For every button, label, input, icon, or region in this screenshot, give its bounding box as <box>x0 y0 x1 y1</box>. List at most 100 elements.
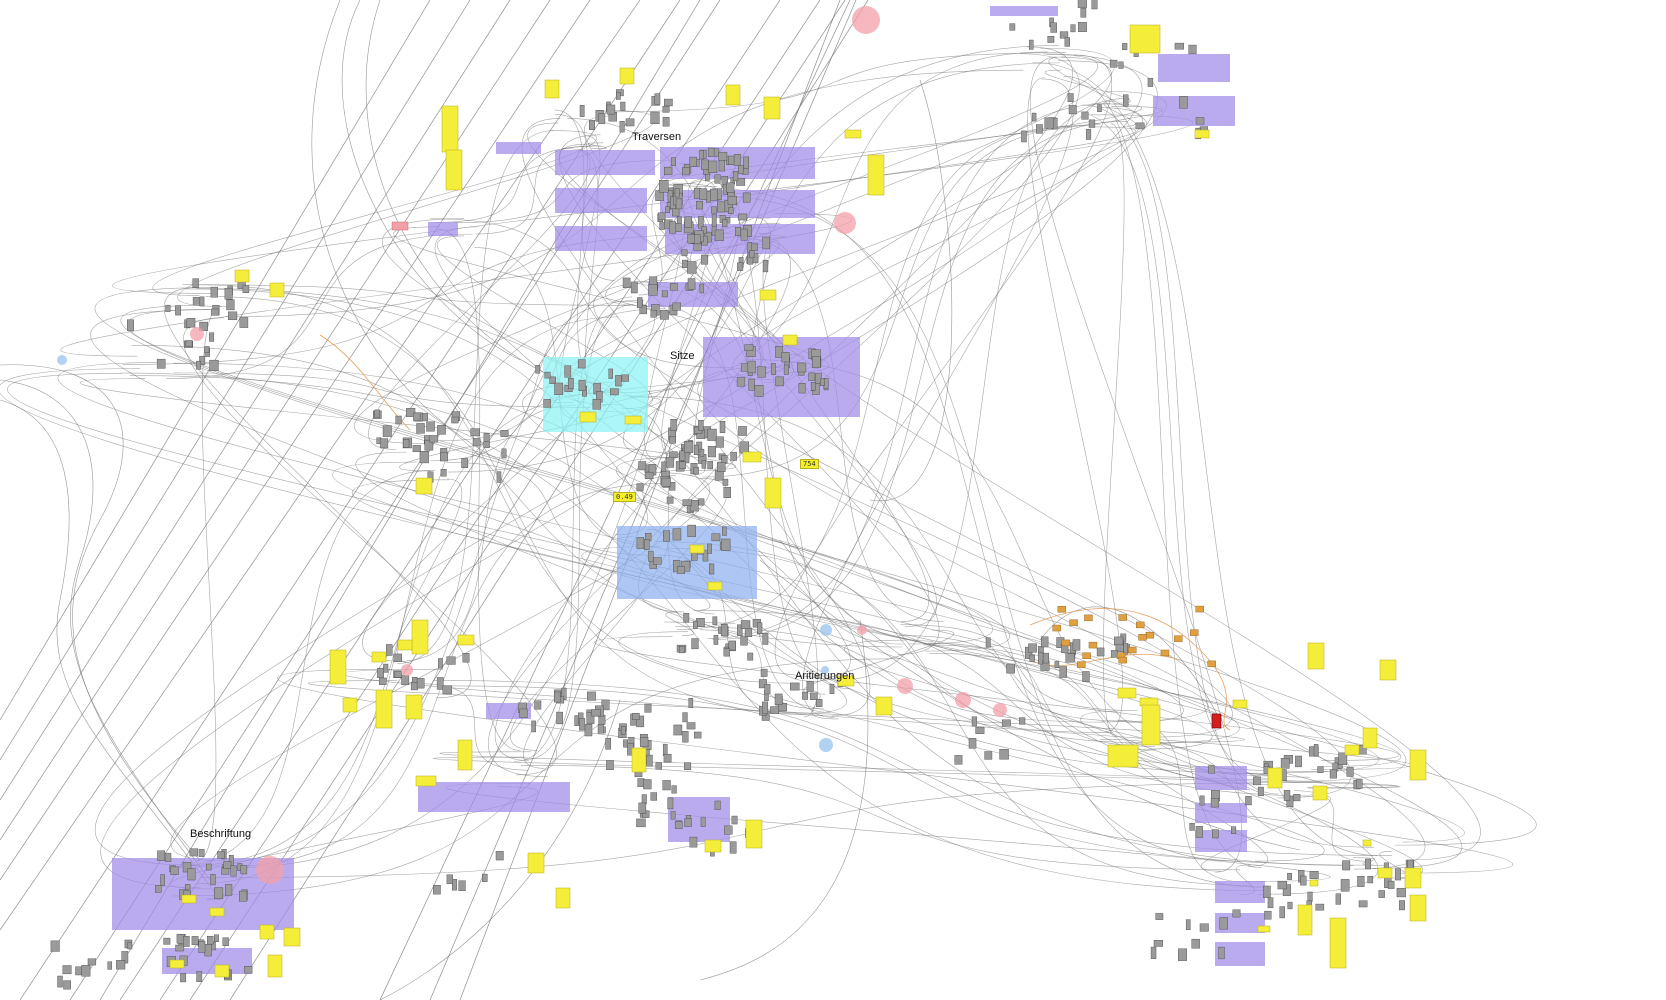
component-icon[interactable] <box>483 441 490 448</box>
component-icon[interactable] <box>738 213 748 221</box>
component-icon[interactable] <box>1052 624 1061 632</box>
component-icon[interactable] <box>1147 77 1154 87</box>
component-icon[interactable] <box>1057 606 1067 613</box>
component-icon[interactable] <box>383 663 389 673</box>
component-icon[interactable] <box>393 653 402 662</box>
relay-icon[interactable] <box>819 738 833 752</box>
component-icon[interactable] <box>214 887 224 900</box>
component-icon[interactable] <box>669 221 677 234</box>
component-icon[interactable] <box>394 670 402 678</box>
component-icon[interactable] <box>764 684 771 695</box>
component-icon[interactable] <box>1021 130 1027 143</box>
component-icon[interactable] <box>222 937 229 946</box>
component-icon[interactable] <box>183 936 190 947</box>
component-icon[interactable] <box>1218 946 1225 960</box>
component-icon[interactable] <box>781 352 790 363</box>
component-icon[interactable] <box>165 852 172 862</box>
component-icon[interactable] <box>1231 826 1237 834</box>
component-icon[interactable] <box>1044 117 1054 129</box>
component-icon[interactable] <box>175 944 185 952</box>
component-icon[interactable] <box>155 884 162 893</box>
panel-icon[interactable] <box>707 581 723 591</box>
component-icon[interactable] <box>802 691 809 700</box>
component-icon[interactable] <box>1110 650 1119 658</box>
panel-icon[interactable] <box>181 894 197 904</box>
panel-icon[interactable] <box>1194 129 1210 139</box>
group-box[interactable] <box>660 190 815 218</box>
component-icon[interactable] <box>630 281 638 294</box>
component-icon[interactable] <box>806 681 814 692</box>
component-icon[interactable] <box>386 644 393 656</box>
component-icon[interactable] <box>1150 946 1157 959</box>
component-icon[interactable] <box>722 219 728 228</box>
panel-icon[interactable] <box>875 696 893 716</box>
component-icon[interactable] <box>1019 717 1026 725</box>
component-icon[interactable] <box>620 101 626 111</box>
component-icon[interactable] <box>210 874 216 886</box>
component-icon[interactable] <box>1398 900 1405 911</box>
component-icon[interactable] <box>1287 872 1292 880</box>
component-icon[interactable] <box>413 412 421 422</box>
component-icon[interactable] <box>808 372 816 382</box>
component-icon[interactable] <box>684 818 692 827</box>
component-icon[interactable] <box>639 737 649 747</box>
component-icon[interactable] <box>679 450 686 461</box>
component-icon[interactable] <box>440 469 447 477</box>
component-icon[interactable] <box>738 426 747 436</box>
component-icon[interactable] <box>662 743 668 756</box>
component-icon[interactable] <box>774 693 783 705</box>
component-icon[interactable] <box>1210 798 1219 808</box>
component-icon[interactable] <box>156 358 166 369</box>
component-icon[interactable] <box>598 714 606 725</box>
component-icon[interactable] <box>214 934 219 942</box>
component-icon[interactable] <box>1378 890 1385 898</box>
panel-icon[interactable] <box>759 289 777 301</box>
component-icon[interactable] <box>636 483 644 492</box>
component-icon[interactable] <box>1245 796 1252 806</box>
component-icon[interactable] <box>554 382 564 395</box>
component-icon[interactable] <box>646 754 653 767</box>
panel-icon[interactable] <box>1297 904 1313 936</box>
component-icon[interactable] <box>451 416 459 424</box>
component-icon[interactable] <box>719 421 726 433</box>
component-icon[interactable] <box>661 477 671 487</box>
component-icon[interactable] <box>775 346 783 358</box>
panel-icon[interactable] <box>1232 699 1248 709</box>
component-icon[interactable] <box>239 890 248 902</box>
relay-icon[interactable] <box>897 678 913 694</box>
component-icon[interactable] <box>556 711 563 725</box>
component-icon[interactable] <box>676 566 686 574</box>
component-icon[interactable] <box>578 379 586 391</box>
component-icon[interactable] <box>198 849 205 857</box>
component-icon[interactable] <box>734 226 742 236</box>
component-icon[interactable] <box>553 691 561 703</box>
component-icon[interactable] <box>762 701 769 715</box>
component-icon[interactable] <box>621 374 629 382</box>
component-icon[interactable] <box>209 332 215 342</box>
component-icon[interactable] <box>968 738 977 749</box>
panel-icon[interactable] <box>405 694 423 720</box>
component-icon[interactable] <box>205 863 212 871</box>
component-icon[interactable] <box>1064 37 1070 47</box>
panel-icon[interactable] <box>1307 642 1325 670</box>
component-icon[interactable] <box>191 936 199 946</box>
component-icon[interactable] <box>744 628 753 638</box>
component-icon[interactable] <box>820 378 825 386</box>
component-icon[interactable] <box>683 612 690 623</box>
component-icon[interactable] <box>664 98 673 107</box>
component-icon[interactable] <box>1122 43 1128 50</box>
component-icon[interactable] <box>50 940 60 952</box>
component-icon[interactable] <box>1088 641 1098 649</box>
component-icon[interactable] <box>1195 826 1203 838</box>
component-icon[interactable] <box>379 677 387 685</box>
component-icon[interactable] <box>1138 634 1147 641</box>
component-icon[interactable] <box>1329 769 1337 779</box>
panel-icon[interactable] <box>169 959 185 969</box>
component-icon[interactable] <box>1109 59 1118 68</box>
component-icon[interactable] <box>127 942 133 950</box>
component-icon[interactable] <box>1080 7 1087 18</box>
component-icon[interactable] <box>1279 906 1285 919</box>
panel-icon[interactable] <box>342 697 358 713</box>
component-icon[interactable] <box>192 297 201 305</box>
component-icon[interactable] <box>659 310 669 320</box>
